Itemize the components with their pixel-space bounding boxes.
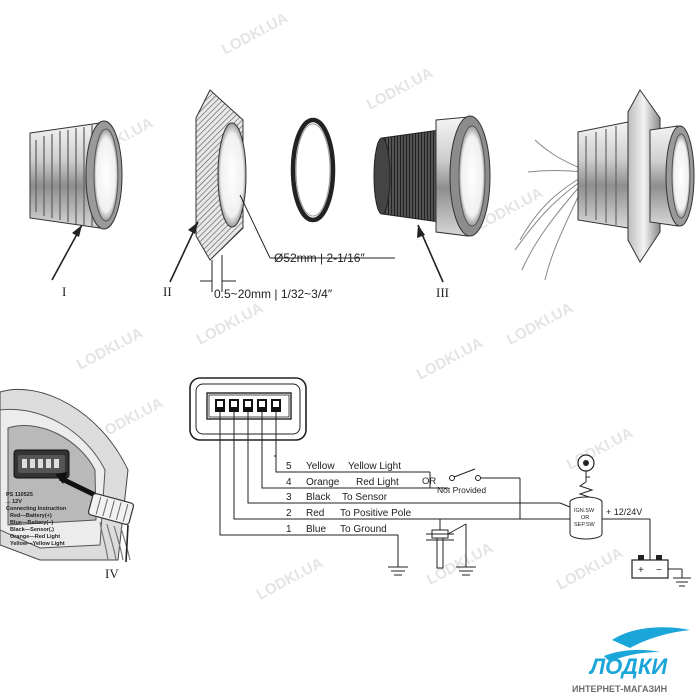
svg-text:... 12V: ... 12V	[6, 499, 22, 505]
switch: OR Not Provided	[422, 468, 521, 519]
part-label-nut: III	[436, 285, 449, 300]
wire-2-color: Red	[306, 508, 324, 519]
part-label-bezel: I	[62, 284, 66, 299]
wire-4-color: Orange	[306, 477, 340, 488]
wire-1-num: 1	[286, 524, 292, 535]
part-label-plate: II	[163, 284, 172, 299]
sensor	[426, 519, 476, 576]
wire-5-num: 5	[286, 461, 292, 472]
svg-text:Connecting Instruction: Connecting Instruction	[6, 506, 67, 512]
svg-text:Yellow—Yellow Light: Yellow—Yellow Light	[10, 541, 65, 547]
svg-text:OR: OR	[581, 515, 589, 521]
ignition-switch: IGN.SW OR SEP.SW + 12/24V	[559, 454, 651, 560]
watermark: LODKI.UA	[424, 539, 496, 588]
ground-symbol-1	[388, 566, 408, 576]
part-bezel: I	[29, 120, 123, 299]
watermark: LODKI.UA	[564, 424, 636, 473]
watermark: LODKI.UA	[194, 299, 266, 348]
svg-text:+ 12/24V: + 12/24V	[606, 507, 642, 517]
logo-name: ЛОДКИ	[588, 654, 668, 679]
battery: + −	[631, 555, 691, 587]
svg-text:Ø52mm | 2-1/16″: Ø52mm | 2-1/16″	[274, 251, 365, 265]
assembled-gauge	[514, 89, 695, 281]
logo-subtitle: ИНТЕРНЕТ-МАГАЗИН	[572, 684, 667, 694]
svg-text:Orange—Red Light: Orange—Red Light	[10, 534, 60, 540]
wire-2-num: 2	[286, 508, 292, 519]
svg-text:IGN.SW: IGN.SW	[574, 508, 595, 514]
wire-3-function: To Sensor	[342, 492, 388, 503]
wire-5-function: Yellow Light	[348, 461, 401, 472]
watermark: LODKI.UA	[254, 554, 326, 603]
watermark: LODKI.UA	[504, 299, 576, 348]
svg-text:Red—Battery(+): Red—Battery(+)	[10, 513, 52, 519]
svg-text:PS 110525: PS 110525	[6, 492, 33, 498]
watermark: LODKI.UA	[414, 334, 486, 383]
svg-text:−: −	[656, 565, 662, 576]
watermark: LODKI.UA	[74, 324, 146, 373]
svg-text:Black—Sensor(.): Black—Sensor(.)	[10, 527, 54, 533]
svg-text:+: +	[638, 565, 644, 576]
svg-text:0.5~20mm | 1/32~3/4″: 0.5~20mm | 1/32~3/4″	[214, 287, 333, 301]
wire-labels: 5 Yellow Yellow Light 4 Orange Red Light…	[286, 461, 412, 535]
watermark: LODKI.UA	[219, 9, 291, 58]
svg-text:Blue—Battery(−): Blue—Battery(−)	[10, 520, 53, 526]
wire-4-num: 4	[286, 477, 292, 488]
o-ring	[290, 117, 336, 223]
wire-lines	[219, 412, 560, 567]
svg-text:Not Provided: Not Provided	[437, 485, 486, 495]
wire-1-color: Blue	[306, 524, 326, 535]
wire-3-color: Black	[306, 492, 331, 503]
gauge-back-closeup: PS 110525 ... 12V Connecting Instruction…	[0, 388, 135, 581]
watermark: LODKI.UA	[554, 544, 626, 593]
part-thread-nut: III	[373, 115, 491, 300]
wire-3-num: 3	[286, 492, 292, 503]
wire-2-function: To Positive Pole	[340, 508, 412, 519]
shop-logo: ЛОДКИ ИНТЕРНЕТ-МАГАЗИН	[572, 627, 690, 694]
svg-text:OR: OR	[422, 476, 436, 487]
wire-4-function: Red Light	[356, 477, 399, 488]
dimension-hole-diameter: Ø52mm | 2-1/16″	[239, 194, 395, 265]
svg-text:SEP.SW: SEP.SW	[574, 522, 595, 528]
watermark: LODKI.UA	[364, 64, 436, 113]
wire-5-color: Yellow	[306, 461, 335, 472]
connector-housing	[189, 377, 307, 441]
wire-1-function: To Ground	[340, 524, 387, 535]
dimension-panel-thickness: 0.5~20mm | 1/32~3/4″	[200, 255, 333, 301]
part-label-connector: IV	[105, 566, 119, 581]
part-panel-plate: II	[163, 89, 247, 299]
